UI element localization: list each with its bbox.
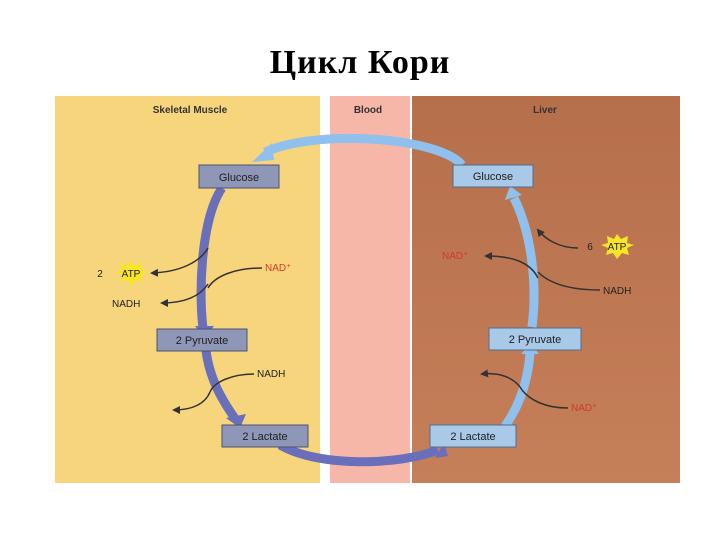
liver-lactate-label: 2 Lactate: [450, 431, 495, 443]
muscle-nad-out-arrow: [172, 391, 211, 414]
liver-nadh-in-arrow: [537, 271, 601, 291]
muscle-nad-label: NAD⁺: [265, 263, 291, 274]
liver-nadh-out-arrow: [480, 369, 523, 391]
liver-atp-star: ATP: [601, 234, 634, 259]
liver-nad-out-label: NAD⁺: [442, 251, 468, 262]
liver-pyruvate-box: 2 Pyruvate: [488, 327, 582, 351]
muscle-nadh-in-label: NADH: [257, 369, 285, 380]
muscle-glucose-box: Glucose: [198, 164, 280, 189]
slide-title: Цикл Кори: [269, 44, 451, 81]
muscle-nadh-out-arrow: [160, 283, 209, 307]
liver-region-label: Liver: [533, 105, 557, 116]
muscle-region: [55, 96, 320, 483]
muscle-nadh-in-arrow: [209, 373, 255, 393]
muscle-fermentation-arrow: [201, 350, 240, 423]
muscle-atp-count: 2: [97, 269, 103, 280]
liver-glucose-label: Glucose: [473, 171, 513, 183]
muscle-lactate-label: 2 Lactate: [242, 431, 287, 443]
liver-lactate-to-pyruvate-arrow: [501, 352, 535, 429]
liver-nad-out-arrow: [484, 252, 539, 279]
liver-gluconeogenesis-arrow: [509, 195, 539, 328]
liver-atp-label: ATP: [608, 242, 627, 253]
muscle-pyruvate-box: 2 Pyruvate: [156, 328, 248, 352]
liver-pyruvate-label: 2 Pyruvate: [509, 334, 562, 346]
lactate-transport-arrow: [277, 441, 440, 467]
muscle-atp-out-arrow: [150, 247, 209, 277]
glucose-transport-arrowhead: [252, 143, 274, 162]
liver-atp-count: 6: [587, 242, 593, 253]
muscle-region-label: Skeletal Muscle: [153, 105, 228, 116]
muscle-glucose-label: Glucose: [219, 172, 259, 184]
liver-arrowhead-glucose: [505, 186, 522, 200]
muscle-atp-label: ATP: [122, 269, 141, 280]
blood-region-label: Blood: [354, 105, 382, 116]
muscle-pyruvate-label: 2 Pyruvate: [176, 335, 229, 347]
liver-lactate-box: 2 Lactate: [429, 424, 517, 448]
liver-atp-in-arrow: [536, 228, 579, 249]
muscle-atp-star: ATP: [115, 261, 148, 286]
liver-nadh-in-label: NADH: [603, 286, 631, 297]
muscle-glycolysis-arrow: [196, 185, 226, 336]
blood-region: [330, 96, 410, 483]
muscle-nadh-out-label: NADH: [112, 299, 140, 310]
muscle-nad-in-arrow: [207, 267, 263, 289]
muscle-lactate-box: 2 Lactate: [221, 424, 309, 448]
liver-nad-in-label: NAD⁺: [571, 403, 597, 414]
liver-glucose-box: Glucose: [452, 164, 534, 188]
glucose-transport-arrow: [263, 133, 466, 169]
liver-nad-in-arrow: [521, 389, 569, 409]
